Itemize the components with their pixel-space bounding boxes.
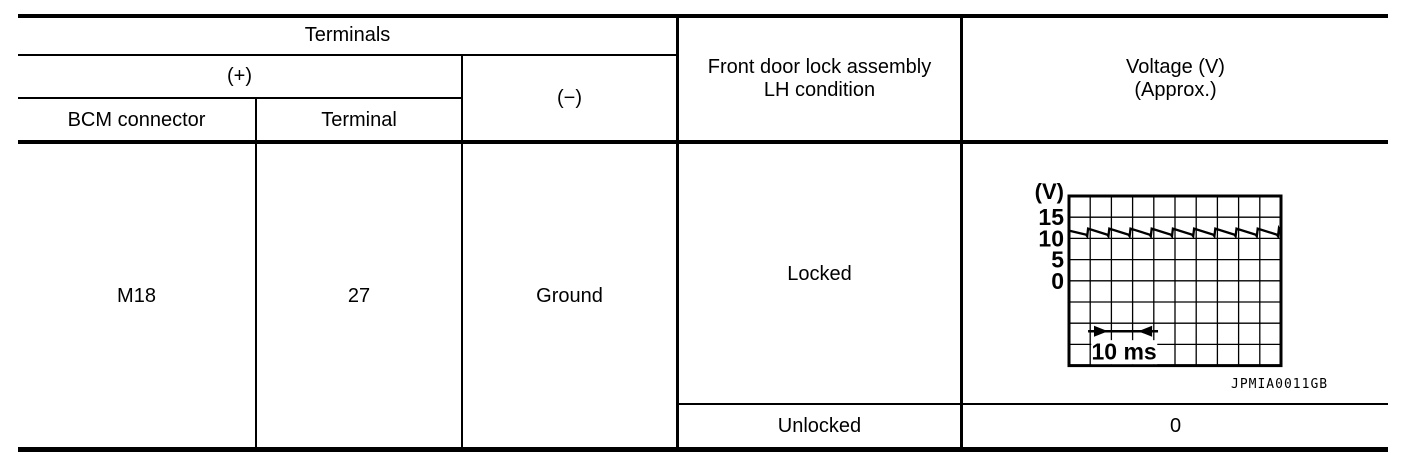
voltage-header-cell: Voltage (V) (Approx.) (963, 16, 1388, 141)
condition-locked-cell: Locked (679, 145, 960, 403)
figure-code: JPMIA0011GB (1231, 377, 1329, 392)
rule-locked-unlocked-divider (677, 403, 1388, 405)
terminals-header-label: Terminals (304, 23, 391, 46)
chart-ytick: 5 (1051, 247, 1064, 273)
condition-unlocked-cell: Unlocked (679, 405, 960, 447)
chart-ytick: 0 (1051, 268, 1064, 294)
minus-value-cell: Ground (463, 145, 676, 447)
divider-terminal-minus (461, 56, 463, 447)
chart-ytick: 10 (1038, 225, 1064, 251)
voltage-header-line2: (Approx.) (1134, 78, 1217, 101)
minus-header-cell: (−) (463, 56, 676, 141)
divider-condition-voltage (960, 14, 963, 447)
bcm-connector-value: M18 (117, 284, 156, 307)
terminal-header-cell: Terminal (257, 99, 461, 141)
plus-header-cell: (+) (18, 56, 461, 97)
terminal-value-cell: 27 (257, 145, 461, 447)
voltage-unlocked-cell: 0 (963, 405, 1388, 447)
chart-grid (1069, 196, 1281, 366)
table-border-top (18, 14, 1388, 18)
voltage-unlocked-value: 0 (1169, 414, 1182, 437)
condition-header-line2: LH condition (763, 78, 876, 101)
condition-header-cell: Front door lock assembly LH condition (679, 16, 960, 141)
divider-terminals-condition (676, 14, 679, 447)
time-scale-label: 10 ms (1092, 339, 1157, 365)
divider-bcm-terminal (255, 99, 257, 447)
plus-header-label: (+) (227, 65, 252, 87)
chart-border (1067, 194, 1283, 368)
time-scale-label-bg (1091, 340, 1158, 365)
bcm-connector-header-label: BCM connector (67, 108, 206, 131)
condition-header-line1: Front door lock assembly (707, 55, 932, 78)
rule-header-bottom (18, 140, 1388, 144)
condition-unlocked-label: Unlocked (777, 414, 862, 437)
rule-under-terminals (18, 54, 677, 56)
terminals-header-cell: Terminals (18, 16, 677, 54)
minus-value: Ground (536, 284, 603, 307)
bcm-connector-value-cell: M18 (18, 145, 255, 447)
voltage-header-line1: Voltage (V) (1126, 55, 1225, 78)
bcm-connector-header-cell: BCM connector (18, 99, 255, 141)
chart-ylabel: (V) (1035, 179, 1064, 204)
terminal-header-label: Terminal (321, 108, 397, 131)
terminal-value: 27 (347, 284, 371, 307)
waveform-trace (1068, 224, 1283, 240)
chart-ytick: 15 (1038, 204, 1064, 230)
condition-locked-label: Locked (787, 262, 852, 285)
minus-header-label: (−) (557, 87, 582, 109)
time-scale-arrow (1088, 325, 1159, 337)
rule-under-plus (18, 97, 463, 99)
table-border-bottom (18, 447, 1388, 452)
